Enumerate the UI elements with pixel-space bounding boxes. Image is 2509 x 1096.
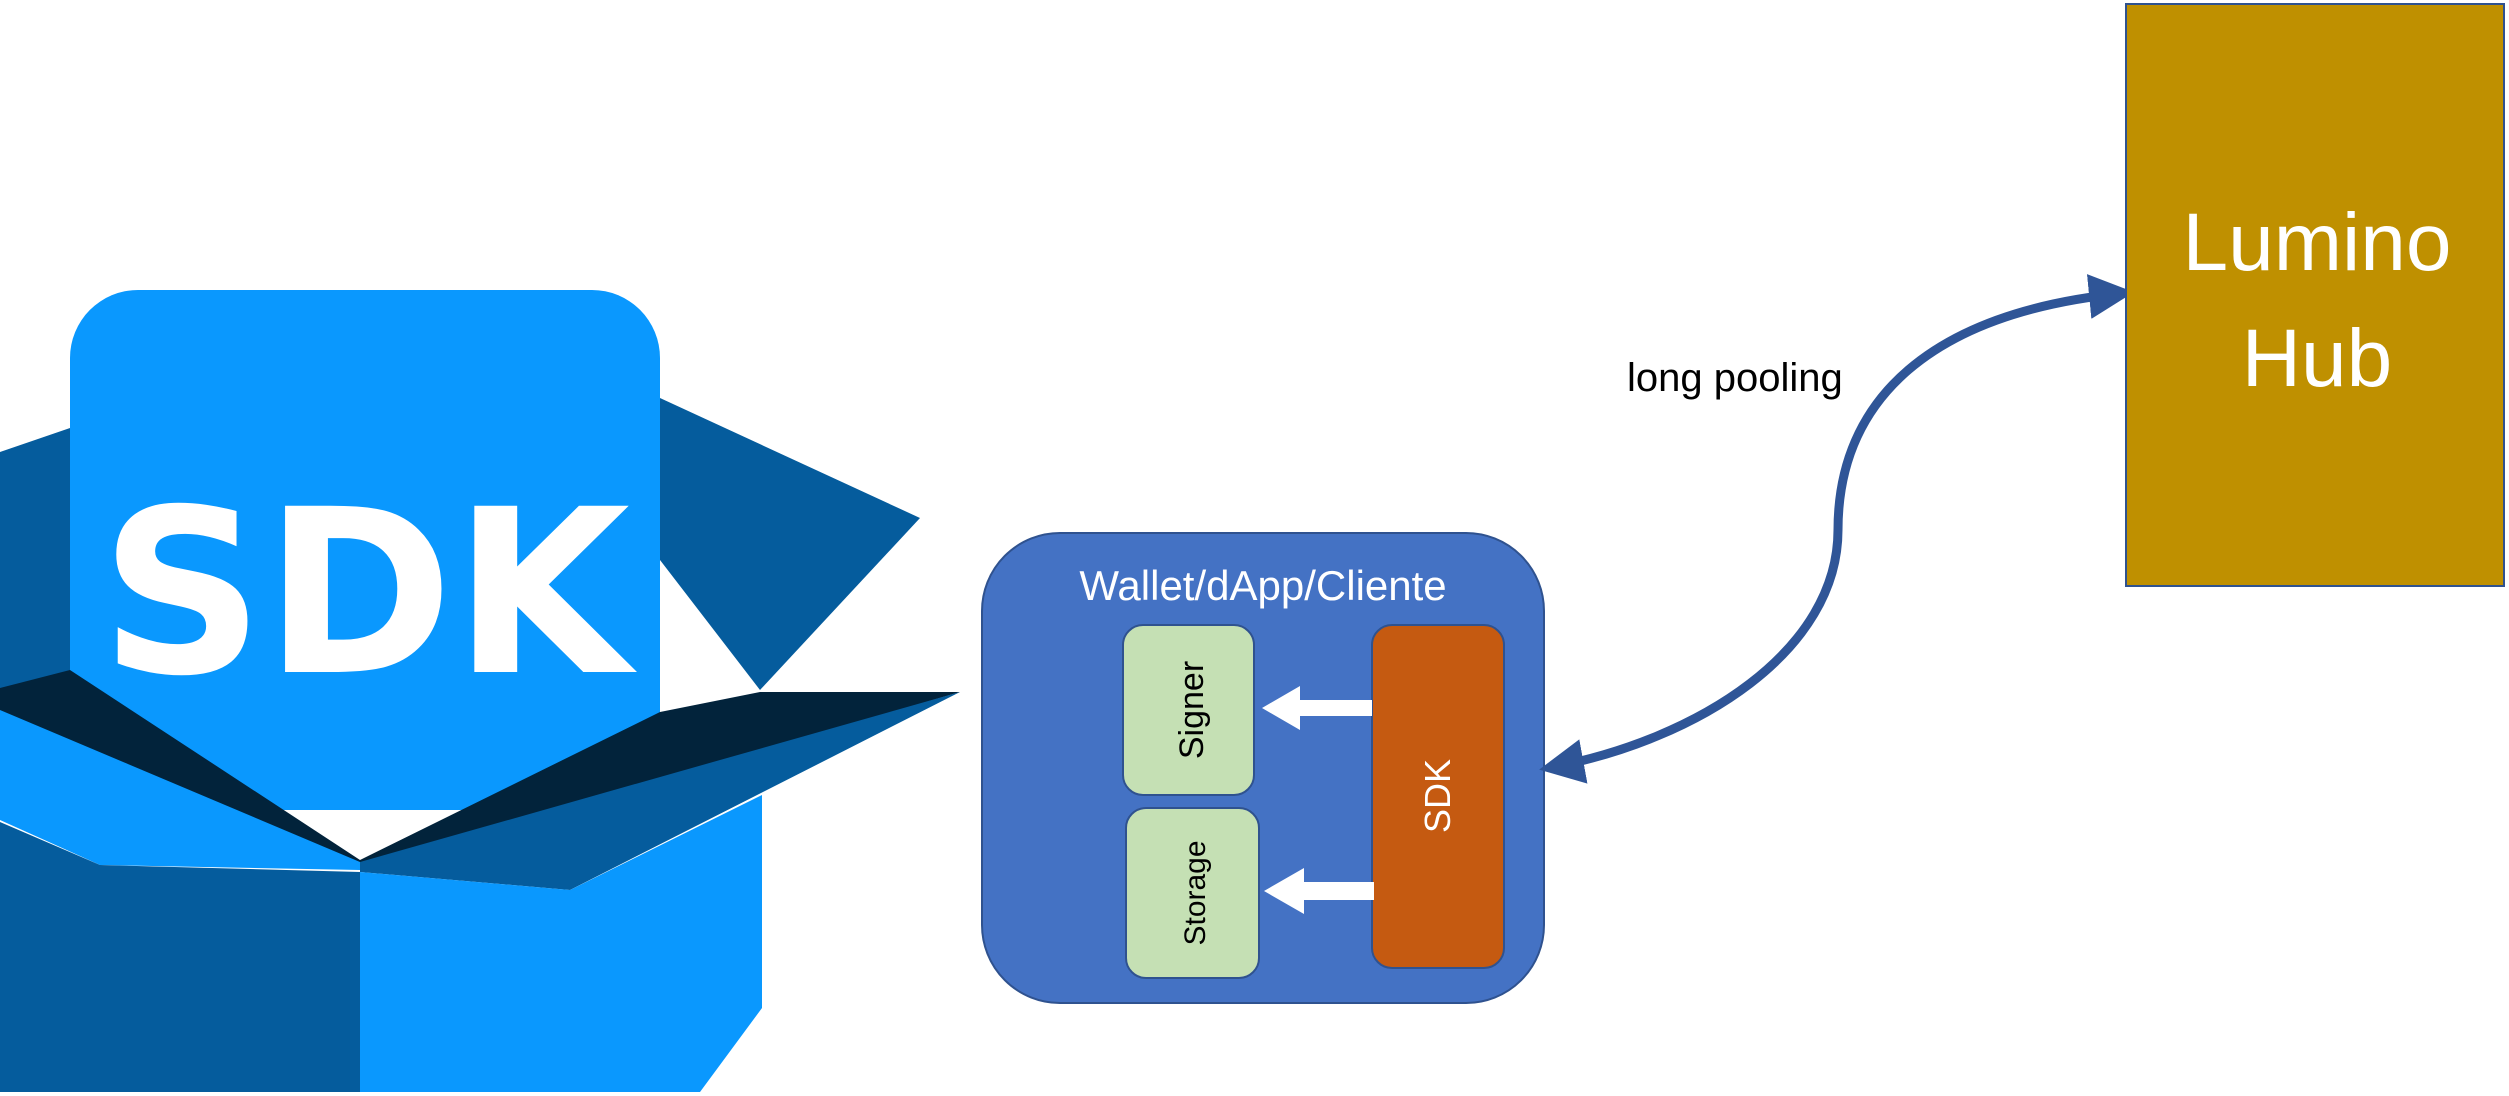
logo-box-front-right [360,795,762,1092]
logo-front-left-flap [0,710,360,870]
logo-front-right-flap [360,692,960,890]
logo-back-right-flap [660,398,920,690]
storage-label: Storage [1179,840,1212,945]
signer-component: Signer [1122,624,1255,796]
logo-text: SDK [100,460,637,726]
logo-card [70,290,660,810]
hub-title-line2: Hub [2242,313,2392,404]
sdk-to-storage-arrow [1264,868,1374,914]
storage-component: Storage [1125,807,1260,979]
lumino-hub: Lumino Hub [2125,3,2505,587]
hub-box [2125,3,2505,587]
client-container: Wallet/dApp/Cliente Signer Storage SDK [981,532,1545,1004]
logo-back-left-flap [0,428,70,748]
signer-box [1122,624,1255,796]
storage-box [1125,807,1260,979]
sdk-label: SDK [1417,759,1458,833]
sdk-logo: SDK [0,290,960,1092]
sdk-to-signer-arrow [1262,686,1372,730]
sdk-component: SDK [1371,624,1505,969]
logo-box-front-left [0,822,360,1092]
connector-label: long pooling [1627,356,1843,400]
client-box-title: Wallet/dApp/Cliente [1079,562,1446,609]
long-pooling-connector [1539,274,2134,784]
sdk-box [1371,624,1505,969]
signer-label: Signer [1173,661,1211,759]
hub-title-line1: Lumino [2183,197,2452,288]
